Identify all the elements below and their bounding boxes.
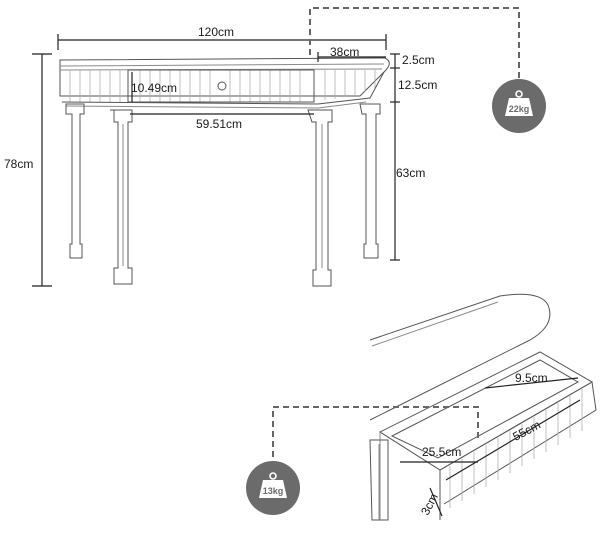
dim-drawer-length: 55cm [510, 418, 542, 444]
leg-front-right [307, 109, 333, 287]
drawer-front [127, 69, 315, 103]
dim-width: 120cm [198, 25, 234, 39]
leg-front-left [110, 109, 133, 285]
dim-total-height: 78cm [4, 157, 33, 171]
dim-drawer-inner-height: 9.5cm [515, 371, 548, 385]
table-weight: 22kg [509, 104, 530, 114]
drawer-weight-leader [272, 406, 479, 458]
drawer-knob [217, 81, 227, 91]
dimension-lines-table [32, 34, 400, 287]
drawer-weight: 13kg [263, 486, 284, 496]
dim-drawer-front-width: 59.51cm [196, 117, 242, 131]
table-weight-leader [309, 7, 520, 84]
dim-drawer-front-height: 10.49cm [131, 81, 177, 95]
table-weight-badge: 22kg [492, 79, 546, 133]
dim-leg-height: 63cm [396, 166, 425, 180]
apron-stripes [69, 70, 376, 102]
dim-top-thickness: 2.5cm [402, 53, 435, 67]
dim-depth: 38cm [330, 45, 359, 59]
drawer-weight-badge: 13kg [246, 461, 300, 515]
weight-icon [505, 90, 533, 116]
drawer-front-stripes [449, 389, 583, 508]
weight-icon [259, 472, 287, 498]
dim-apron-height: 12.5cm [398, 78, 437, 92]
leg-back-right [359, 103, 381, 259]
leg-back-left [65, 103, 85, 259]
console-table [59, 57, 390, 287]
drawer-detail [369, 293, 597, 521]
dim-drawer-inner-depth: 25.5cm [422, 445, 461, 459]
